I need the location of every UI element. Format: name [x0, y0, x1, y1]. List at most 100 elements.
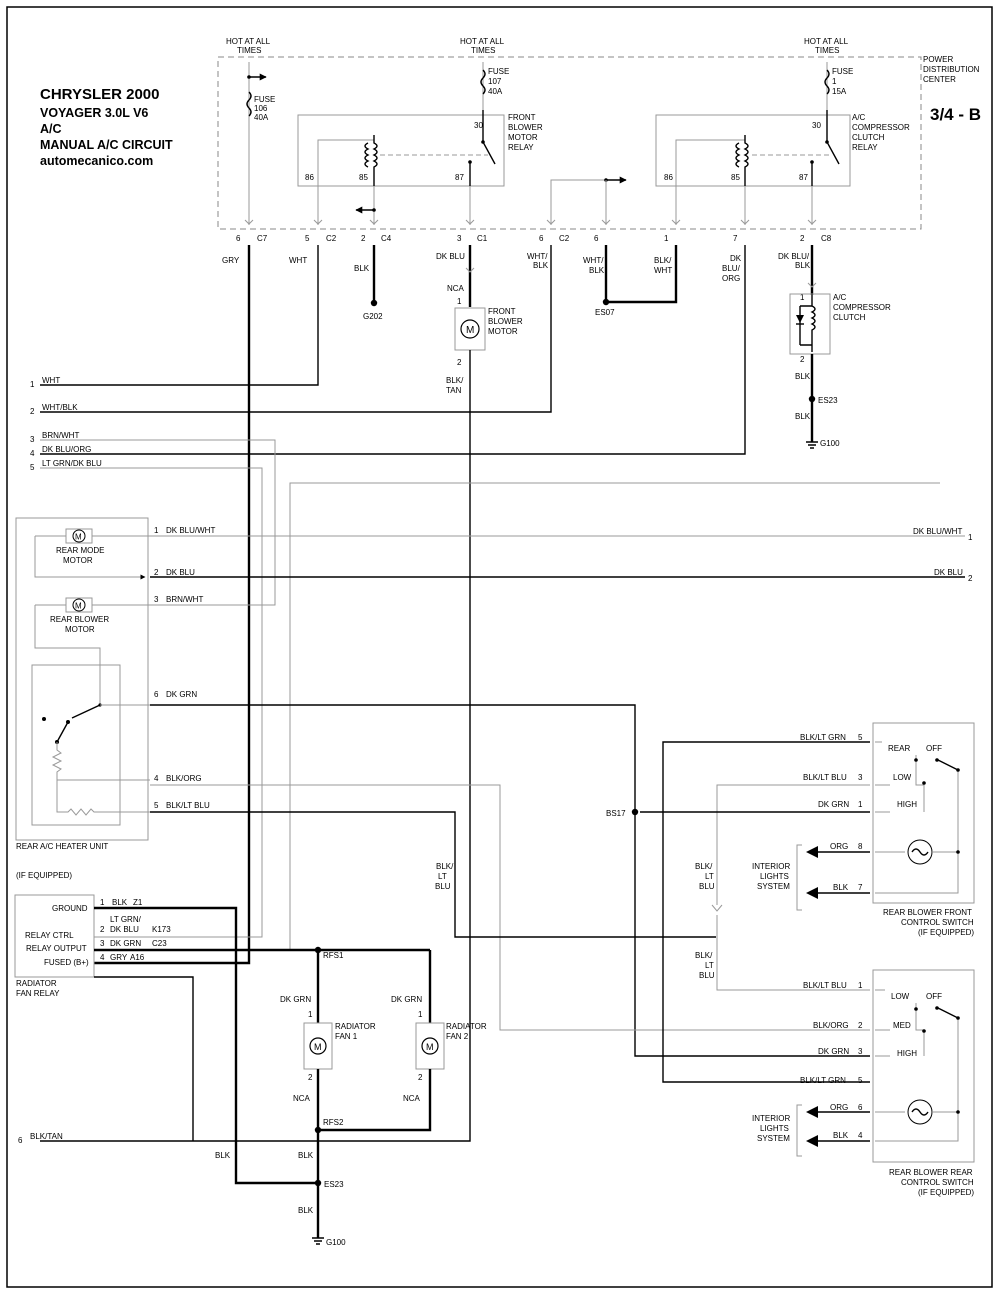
fsw-pin: 8: [858, 842, 863, 851]
splice-es23-top: ES23: [818, 396, 838, 405]
label-wht: WHT: [289, 256, 307, 265]
hot-label-1: HOT AT ALL: [226, 37, 271, 46]
fsw-pin: 7: [858, 883, 863, 892]
rsw-wire: ORG: [830, 1103, 848, 1112]
wire-es07: [604, 245, 678, 304]
power-distribution-center: POWER DISTRIBUTION CENTER HOT AT ALL TIM…: [217, 37, 980, 230]
front-blower-relay: 30 86 85 87 FRONT BLOWER MOTOR RELAY: [297, 110, 543, 187]
fsw-low: LOW: [893, 773, 912, 782]
label-dk-blu: DK BLU: [436, 252, 465, 261]
conn-c2b: C2: [559, 234, 570, 243]
rear-blower-motor: M: [34, 597, 150, 705]
label-wht-blk: WHT/: [527, 252, 548, 261]
fsw-wire: BLK/LT BLU: [803, 773, 847, 782]
rear-mode-motor: M: [34, 528, 150, 580]
system-line: A/C: [40, 122, 62, 136]
relay-wire: DK BLU: [110, 925, 139, 934]
front-interior-lights: INTERIOR LIGHTS SYSTEM: [752, 844, 870, 911]
fuse-106-num: 106: [254, 104, 268, 113]
ground-g100-bottom: G100: [326, 1238, 346, 1247]
fsw-wire: BLK: [833, 883, 849, 892]
lights-label-r2: LIGHTS: [760, 1124, 789, 1133]
fuse-1-amp: 15A: [832, 87, 847, 96]
conn-pin: 6: [594, 234, 599, 243]
pdc-label-2: DISTRIBUTION: [923, 65, 980, 74]
lights-label-r: INTERIOR: [752, 1114, 790, 1123]
label-blk-lt-blu-2: LT: [438, 872, 447, 881]
fan1-label: RADIATOR: [335, 1022, 376, 1031]
relay-pin-num: 4: [100, 953, 105, 962]
fuse-106-label: FUSE: [254, 95, 275, 104]
label-dk-blu-org-3: ORG: [722, 274, 740, 283]
site-line: automecanico.com: [40, 154, 153, 168]
ground-g202: G202: [363, 312, 383, 321]
rear-pin: 5: [154, 801, 159, 810]
label-dk-blu-blk-2: BLK: [795, 261, 811, 270]
conn-pin: 6: [236, 234, 241, 243]
ac-relay-label-2: COMPRESSOR: [852, 123, 910, 132]
fuse-1-num: 1: [832, 77, 837, 86]
page-frame: [6, 6, 993, 1288]
label-blk-2: BLK: [795, 372, 811, 381]
front-control-switch: BLK/LT GRN 5 BLK/LT BLU 3 DK GRN 1 ORG 8…: [800, 722, 975, 904]
rear-heater-unit: M REAR MODE MOTOR M REAR BLOWER MOTOR: [15, 517, 150, 841]
radiator-relay-label-2: FAN RELAY: [16, 989, 60, 998]
fsw-high: HIGH: [897, 800, 917, 809]
fuse-106-amp: 40A: [254, 113, 269, 122]
rsw-wire: BLK: [833, 1131, 849, 1140]
conn-c8: C8: [821, 234, 832, 243]
relay-pin-name: RELAY OUTPUT: [26, 944, 87, 953]
rsw-pin: 5: [858, 1076, 863, 1085]
rsw-pin: 2: [858, 1021, 863, 1030]
ref-num: 3: [30, 435, 35, 444]
fan1-label-2: FAN 1: [335, 1032, 358, 1041]
fuse-1-label: FUSE: [832, 67, 853, 76]
conn-pin: 2: [800, 234, 805, 243]
splice-rfs2: RFS2: [323, 1118, 344, 1127]
wire-wht: [40, 245, 319, 386]
rear-wire: DK BLU: [166, 568, 195, 577]
rear-mode-label: REAR MODE: [56, 546, 104, 555]
fsw-wire: BLK/LT GRN: [800, 733, 846, 742]
fan2-label: RADIATOR: [446, 1022, 487, 1031]
conn-c7: C7: [257, 234, 268, 243]
conn-pin: 2: [361, 234, 366, 243]
clutch-pin2: 2: [800, 355, 805, 364]
fsw-label-3: (IF EQUIPPED): [918, 928, 974, 937]
pdc-label-3: CENTER: [923, 75, 956, 84]
wire-dk-blu-org: [40, 245, 746, 455]
pdc-connector-labels: 6 C7 5 C2 2 C4 3 C1 6 C2 6 1 7 2 C8: [236, 234, 832, 243]
label-blk-tan: BLK/: [446, 376, 464, 385]
fan-blk-2: BLK: [215, 1151, 231, 1160]
ac-clutch-label-3: CLUTCH: [833, 313, 866, 322]
wire-lt-grn-dk-blu: [40, 467, 263, 938]
rear-pin: 2: [154, 568, 159, 577]
relay2-pin-85: 85: [731, 173, 740, 182]
hot-label-1b: TIMES: [237, 46, 261, 55]
relay-circuit: C23: [152, 939, 167, 948]
rsw-med: MED: [893, 1021, 911, 1030]
label-blk-3: BLK: [795, 412, 811, 421]
radiator-relay-label: RADIATOR: [16, 979, 57, 988]
splice-bs17: BS17: [606, 809, 626, 818]
label-blk-lt-blu-3: BLU: [435, 882, 451, 891]
motor-m-symbol: M: [314, 1042, 322, 1052]
relay-pin-num: 1: [100, 898, 105, 907]
front-blower-label-2: BLOWER: [488, 317, 523, 326]
front-blower-label: FRONT: [488, 307, 516, 316]
right-ref-num: 1: [968, 533, 973, 542]
relay2-pin-30: 30: [812, 121, 821, 130]
splice-es23-bottom: ES23: [324, 1180, 344, 1189]
splice-es07: ES07: [595, 308, 615, 317]
pdc-label: POWER: [923, 55, 953, 64]
radiator-fan-2: M: [415, 1022, 445, 1070]
motor-m-symbol: M: [75, 602, 82, 611]
relay-pin-name: FUSED (B+): [44, 958, 89, 967]
relay-wire-top: LT GRN/: [110, 915, 142, 924]
wire-brn-wht: [40, 439, 276, 606]
front-blower-label-3: MOTOR: [488, 327, 518, 336]
relay-pin-num: 3: [100, 939, 105, 948]
conn-pin: 1: [664, 234, 669, 243]
relay2-pin-87: 87: [799, 173, 808, 182]
